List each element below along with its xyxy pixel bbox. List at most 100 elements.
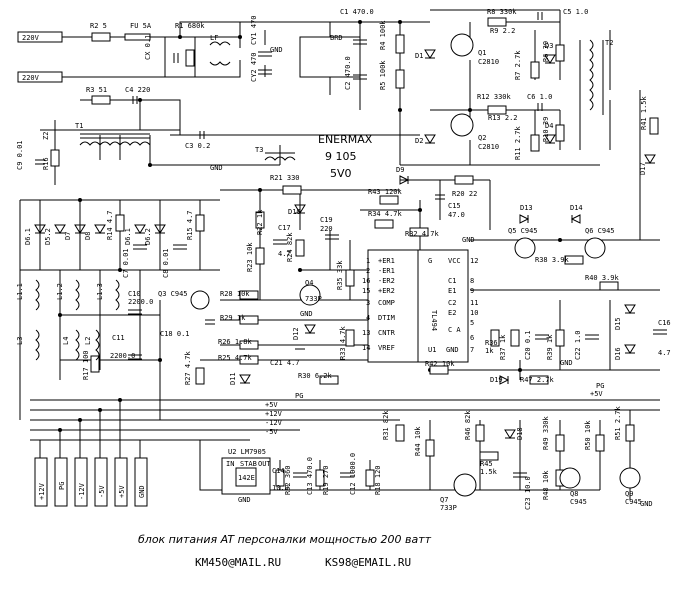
- svg-text:D4: D4: [545, 122, 553, 130]
- svg-text:C17: C17: [278, 224, 291, 232]
- svg-text:12: 12: [470, 257, 478, 265]
- rail-pg: PG: [295, 392, 303, 400]
- diode-d11: [239, 374, 251, 384]
- svg-text:R36: R36: [485, 339, 498, 347]
- rail-12v: +12V: [265, 410, 283, 418]
- terminal-ac1: [17, 31, 63, 43]
- svg-text:R2 5: R2 5: [90, 22, 107, 30]
- svg-text:L1.3: L1.3: [96, 283, 104, 300]
- resistor-r24: [295, 239, 305, 257]
- svg-text:R30 6.2k: R30 6.2k: [298, 372, 333, 380]
- svg-text:CX 0.1: CX 0.1: [144, 35, 152, 60]
- svg-text:4.7: 4.7: [278, 250, 291, 258]
- svg-text:C1 470.0: C1 470.0: [340, 8, 374, 16]
- svg-text:11: 11: [470, 299, 478, 307]
- fuse-fu: [124, 33, 151, 41]
- svg-text:GND: GND: [238, 496, 251, 504]
- terminal-gnd: [134, 457, 148, 507]
- cap-c22: [585, 334, 599, 340]
- svg-text:D6.1: D6.1: [124, 228, 132, 245]
- svg-text:D19: D19: [490, 376, 503, 384]
- cap-cy1: [258, 51, 272, 57]
- regulator-labels: U2 LM7905 IN STAB OUT 142E GND: [226, 448, 271, 504]
- cap-c23: [513, 472, 527, 478]
- email-b: KS98@EMAIL.RU: [325, 556, 411, 569]
- svg-text:COMP: COMP: [378, 299, 395, 307]
- svg-text:R20 22: R20 22: [452, 190, 477, 198]
- cap-c10: [128, 309, 142, 315]
- resistor-r23: [255, 247, 265, 265]
- svg-text:T3: T3: [255, 146, 263, 154]
- svg-text:R51 2.7k: R51 2.7k: [614, 405, 622, 440]
- svg-text:R11 2.7k: R11 2.7k: [514, 125, 522, 160]
- svg-text:R19 270: R19 270: [322, 465, 330, 495]
- svg-text:C4 220: C4 220: [125, 86, 150, 94]
- svg-text:C5 1.0: C5 1.0: [563, 8, 588, 16]
- svg-text:PG: PG: [596, 382, 604, 390]
- svg-text:R1 680k: R1 680k: [175, 22, 205, 30]
- cap-c1: [353, 39, 367, 45]
- resistor-r47: [529, 375, 549, 385]
- diode-d10: [294, 204, 306, 214]
- svg-text:R29 1k: R29 1k: [220, 314, 246, 322]
- svg-text:10: 10: [470, 309, 478, 317]
- svg-text:D14: D14: [570, 204, 583, 212]
- svg-text:-12V: -12V: [78, 482, 86, 500]
- svg-text:GND: GND: [462, 236, 475, 244]
- svg-text:L2: L2: [84, 337, 92, 345]
- svg-text:15: 15: [362, 287, 370, 295]
- resistor-r38: [564, 255, 584, 265]
- svg-text:R35 33k: R35 33k: [336, 260, 344, 290]
- svg-text:U2 LM7905: U2 LM7905: [228, 448, 266, 456]
- svg-text:Q7: Q7: [440, 496, 448, 504]
- svg-text:C2 470.0: C2 470.0: [344, 56, 352, 90]
- svg-text:9: 9: [470, 287, 474, 295]
- resistor-r6: [555, 44, 565, 62]
- junctions: [58, 20, 562, 432]
- svg-text:220: 220: [320, 225, 333, 233]
- svg-text:R12 330k: R12 330k: [477, 93, 512, 101]
- brand-block: ENERMAX 9 105 5V0: [318, 133, 373, 180]
- brand-line2: 9 105: [325, 150, 357, 163]
- brand-line1: ENERMAX: [318, 133, 373, 146]
- transistor-q4: [299, 284, 321, 306]
- svg-text:Z2: Z2: [42, 132, 50, 140]
- cap-c18: [205, 319, 215, 325]
- diode-d4: [544, 134, 556, 144]
- svg-text:D13: D13: [520, 204, 533, 212]
- svg-text:C15: C15: [448, 202, 461, 210]
- svg-text:LF: LF: [210, 34, 218, 42]
- svg-text:GND: GND: [640, 500, 653, 508]
- svg-text:CY2 470: CY2 470: [250, 52, 258, 82]
- svg-text:T1: T1: [75, 122, 83, 130]
- resistor-r37: [510, 329, 520, 347]
- svg-text:D15: D15: [614, 317, 622, 330]
- rail-labels: PG +5V +12V -12V -5V: [265, 392, 303, 436]
- svg-text:-ER1: -ER1: [378, 267, 395, 275]
- svg-text:FU 5A: FU 5A: [130, 22, 152, 30]
- svg-text:5: 5: [470, 319, 474, 327]
- svg-text:47.0: 47.0: [448, 211, 465, 219]
- svg-text:4: 4: [366, 314, 370, 322]
- svg-text:D3: D3: [545, 42, 553, 50]
- svg-text:GND: GND: [560, 359, 573, 367]
- svg-text:16: 16: [362, 277, 370, 285]
- svg-text:Q5 C945: Q5 C945: [508, 227, 538, 235]
- svg-text:R28 10k: R28 10k: [220, 290, 250, 298]
- svg-text:R8 330k: R8 330k: [487, 8, 517, 16]
- svg-text:R45: R45: [480, 460, 493, 468]
- cap-c19: [325, 234, 339, 240]
- diode-d52: [54, 224, 66, 234]
- resistor-r4: [395, 34, 405, 54]
- svg-text:VCC: VCC: [448, 257, 461, 265]
- resistor-r1: [185, 49, 195, 67]
- svg-text:R13 2.2: R13 2.2: [488, 114, 518, 122]
- ic-tl494-pins: +ER1 -ER1 -ER2 +ER2 COMP DTIM CNTR VREF …: [362, 257, 478, 354]
- terminal-5v: [114, 457, 128, 507]
- brand-line3: 5V0: [330, 167, 352, 180]
- svg-text:D17: D17: [639, 162, 647, 175]
- svg-text:R23 10k: R23 10k: [246, 242, 254, 272]
- svg-text:L4: L4: [62, 337, 70, 345]
- cap-c6: [537, 103, 543, 111]
